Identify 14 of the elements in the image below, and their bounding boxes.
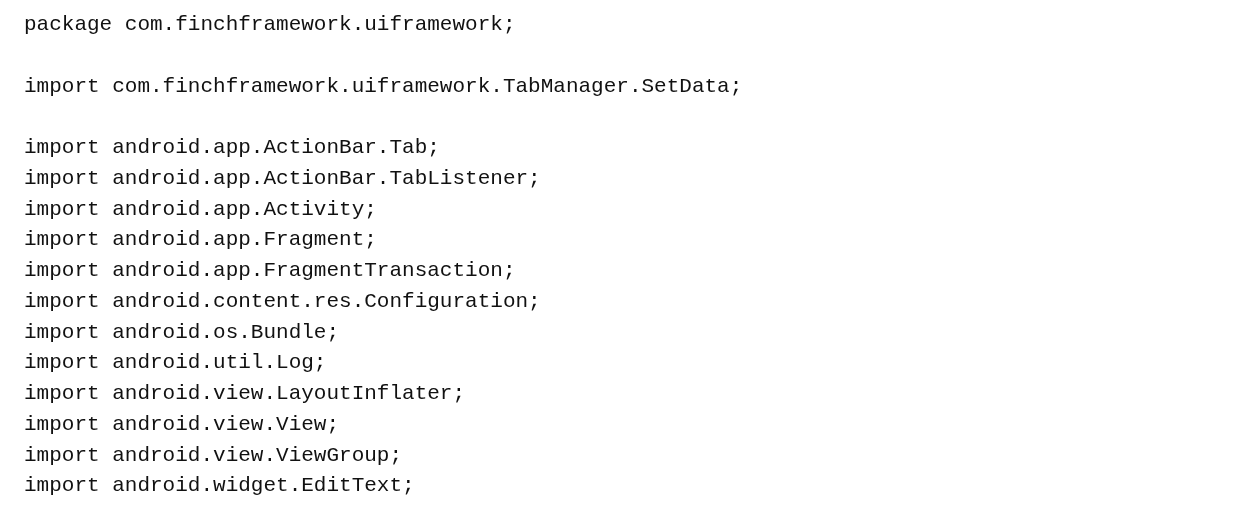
code-line: import android.app.ActionBar.TabListener;: [24, 166, 541, 191]
code-line: import android.util.Log;: [24, 351, 327, 376]
code-line: import com.finchframework.uiframework.TabManager.SetData;: [24, 74, 743, 99]
code-line: import android.app.ActionBar.Tab;: [24, 136, 440, 160]
code-line: import android.content.res.Configuration;: [24, 289, 541, 314]
code-line: import android.view.ViewGroup;: [24, 443, 403, 468]
code-line: import android.os.Bundle;: [24, 320, 340, 345]
code-line: import android.view.View;: [24, 412, 340, 437]
code-line: package com.finchframework.uiframework;: [24, 13, 516, 37]
code-line: import android.widget.EditText;: [24, 474, 415, 499]
code-line: import android.app.Fragment;: [24, 228, 377, 253]
code-line: import android.app.FragmentTransaction;: [24, 259, 516, 283]
code-line: import android.view.LayoutInflater;: [24, 382, 466, 406]
code-line: import android.app.Activity;: [24, 197, 377, 222]
